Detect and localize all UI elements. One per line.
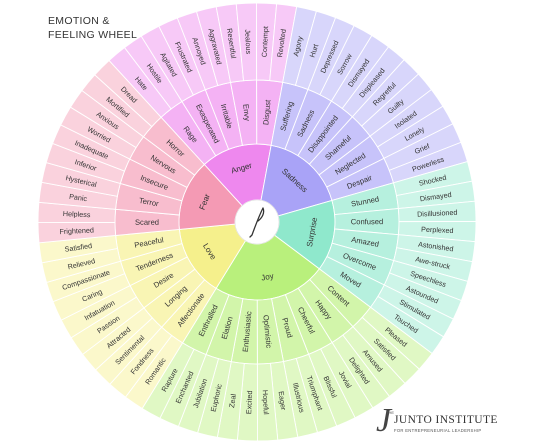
tertiary-segment-dread bbox=[94, 59, 162, 128]
logo-small-top: THE bbox=[386, 410, 394, 415]
tertiary-label-zeal: Zeal bbox=[227, 393, 238, 408]
secondary-label-envy: Envy bbox=[241, 104, 252, 122]
wheel-title: EMOTION & FEELING WHEEL bbox=[48, 14, 137, 42]
tertiary-label-resentful: Resentful bbox=[225, 28, 238, 60]
tertiary-label-helpless: Helpless bbox=[63, 209, 91, 219]
tertiary-label-jealous: Jealous bbox=[243, 29, 253, 55]
secondary-label-disgust: Disgust bbox=[261, 99, 272, 126]
tertiary-label-frightened: Frightened bbox=[59, 225, 94, 236]
tertiary-label-contempt: Contempt bbox=[260, 26, 270, 58]
junto-institute-logo: J THE JUNTO INSTITUTE FOR ENTREPRENEURIA… bbox=[376, 404, 526, 440]
tertiary-label-perplexed: Perplexed bbox=[421, 225, 454, 235]
logo-j-glyph-icon: J bbox=[376, 402, 392, 439]
secondary-label-optimistic: Optimistic bbox=[261, 314, 273, 348]
quill-pen-icon bbox=[249, 207, 265, 238]
tertiary-label-excited: Excited bbox=[244, 390, 254, 414]
tertiary-label-revolted: Revolted bbox=[275, 29, 288, 58]
tertiary-label-panic: Panic bbox=[69, 192, 88, 203]
tertiary-label-eager: Eager bbox=[277, 391, 289, 412]
core-label-joy: Joy bbox=[260, 271, 274, 282]
logo-tagline: FOR ENTREPRENEURIAL LEADERSHIP bbox=[394, 428, 482, 433]
logo-name: JUNTO INSTITUTE bbox=[394, 414, 498, 426]
tertiary-label-hurt: Hurt bbox=[308, 43, 321, 59]
secondary-label-terror: Terror bbox=[138, 196, 160, 209]
tertiary-label-satisfied: Satisfied bbox=[64, 241, 93, 254]
tertiary-label-disillusioned: Disillusioned bbox=[417, 208, 458, 219]
title-line-1: EMOTION & bbox=[48, 15, 110, 27]
secondary-label-confused: Confused bbox=[351, 217, 384, 226]
secondary-label-enthusiastic: Enthusiastic bbox=[241, 311, 254, 353]
tertiary-label-dismayed: Dismayed bbox=[419, 190, 452, 203]
title-line-2: FEELING WHEEL bbox=[48, 29, 138, 41]
secondary-label-scared: Scared bbox=[135, 218, 159, 227]
tertiary-label-hopeful: Hopeful bbox=[261, 390, 271, 416]
